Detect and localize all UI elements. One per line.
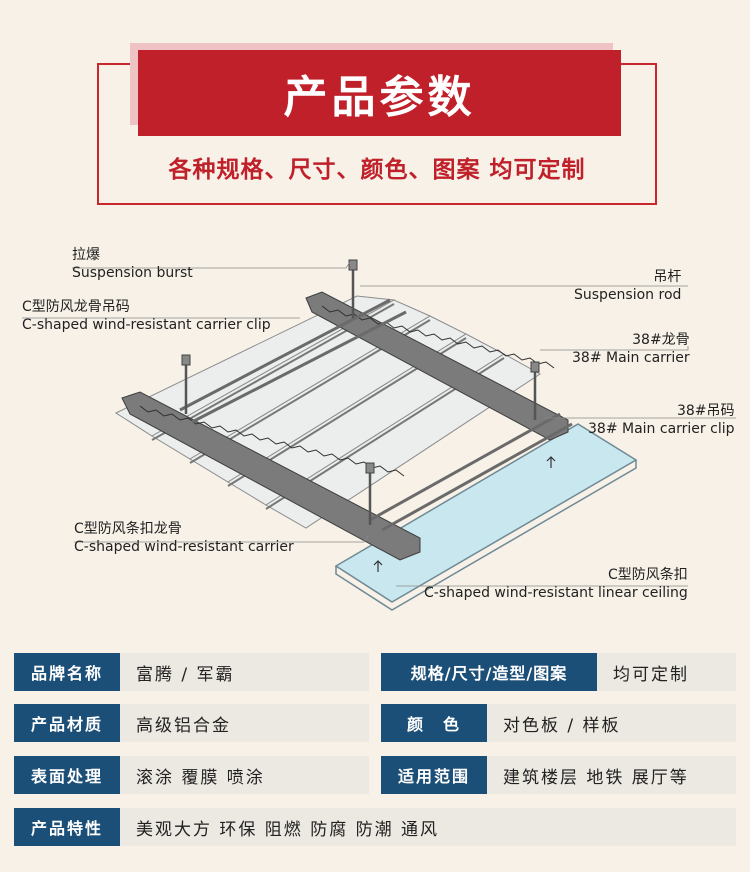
spec-row-color: 颜 色 对色板 / 样板	[381, 704, 736, 742]
spec-key: 产品材质	[14, 704, 120, 742]
spec-row-features: 产品特性 美观大方 环保 阻燃 防腐 防潮 通风	[14, 808, 736, 846]
carrier-serrations	[139, 305, 555, 477]
spec-value: 滚涂 覆膜 喷涂	[120, 756, 369, 794]
label-zh: 38#龙骨	[632, 332, 690, 348]
label-zh: C型防风条扣龙骨	[74, 521, 182, 537]
label-en: C-shaped wind-resistant linear ceiling	[424, 585, 688, 601]
main-carrier-1	[179, 298, 391, 412]
spec-value: 对色板 / 样板	[487, 704, 736, 742]
ceiling-structure-diagram	[22, 259, 736, 611]
spec-row-surface: 表面处理 滚涂 覆膜 喷涂	[14, 756, 369, 794]
label-c-carrier: C型防风条扣龙骨 C-shaped wind-resistant carrier	[74, 520, 294, 556]
spec-row-scope: 适用范围 建筑楼层 地铁 展厅等	[381, 756, 736, 794]
install-arrows	[373, 456, 556, 572]
suspension-rods	[184, 262, 537, 525]
spec-value: 建筑楼层 地铁 展厅等	[487, 756, 736, 794]
spec-key: 产品特性	[14, 808, 120, 846]
spec-row-material: 产品材质 高级铝合金	[14, 704, 369, 742]
linear-ceiling-edge	[335, 460, 637, 611]
label-zh: 吊杆	[653, 269, 682, 285]
main-carrier-4	[381, 422, 573, 532]
label-zh: 38#吊码	[676, 403, 735, 419]
rod-heads	[181, 259, 540, 474]
label-en: C-shaped wind-resistant carrier	[74, 539, 294, 555]
page-title: 产品参数	[283, 72, 476, 123]
label-suspension-burst: 拉爆 Suspension burst	[72, 246, 193, 282]
spec-value: 富腾 / 军霸	[120, 653, 369, 691]
spec-key: 规格/尺寸/造型/图案	[381, 653, 597, 691]
main-carrier-3	[369, 412, 561, 522]
label-en: Suspension rod	[574, 287, 682, 303]
spec-row-brand: 品牌名称 富腾 / 军霸	[14, 653, 369, 691]
page-subtitle: 各种规格、尺寸、颜色、图案 均可定制	[168, 157, 586, 183]
spec-key: 适用范围	[381, 756, 487, 794]
spec-value: 高级铝合金	[120, 704, 369, 742]
label-suspension-rod: 吊杆 Suspension rod	[574, 268, 681, 304]
spec-row-size: 规格/尺寸/造型/图案 均可定制	[381, 653, 736, 691]
main-carrier-2	[191, 310, 407, 424]
spec-value: 美观大方 环保 阻燃 防腐 防潮 通风	[120, 808, 736, 846]
label-en: C-shaped wind-resistant carrier clip	[22, 317, 271, 333]
label-zh: 拉爆	[72, 247, 100, 263]
label-en: Suspension burst	[72, 265, 193, 281]
label-main-carrier-clip: 38#吊码 38# Main carrier clip	[588, 402, 734, 438]
spec-key: 品牌名称	[14, 653, 120, 691]
main-carriers	[179, 298, 573, 532]
leader-lines	[22, 261, 736, 587]
label-en: 38# Main carrier	[572, 350, 690, 366]
c-carrier-front	[121, 391, 421, 561]
label-zh: C型防风条扣	[608, 567, 688, 583]
label-main-carrier: 38#龙骨 38# Main carrier	[572, 331, 690, 367]
spec-key: 颜 色	[381, 704, 487, 742]
title-banner: 产品参数	[138, 50, 621, 136]
label-c-carrier-clip: C型防风龙骨吊码 C-shaped wind-resistant carrier…	[22, 298, 271, 334]
label-en: 38# Main carrier clip	[588, 421, 735, 437]
label-c-linear-ceiling: C型防风条扣 C-shaped wind-resistant linear ce…	[424, 566, 688, 602]
spec-key: 表面处理	[14, 756, 120, 794]
spec-value: 均可定制	[597, 653, 736, 691]
label-zh: C型防风龙骨吊码	[22, 299, 130, 315]
